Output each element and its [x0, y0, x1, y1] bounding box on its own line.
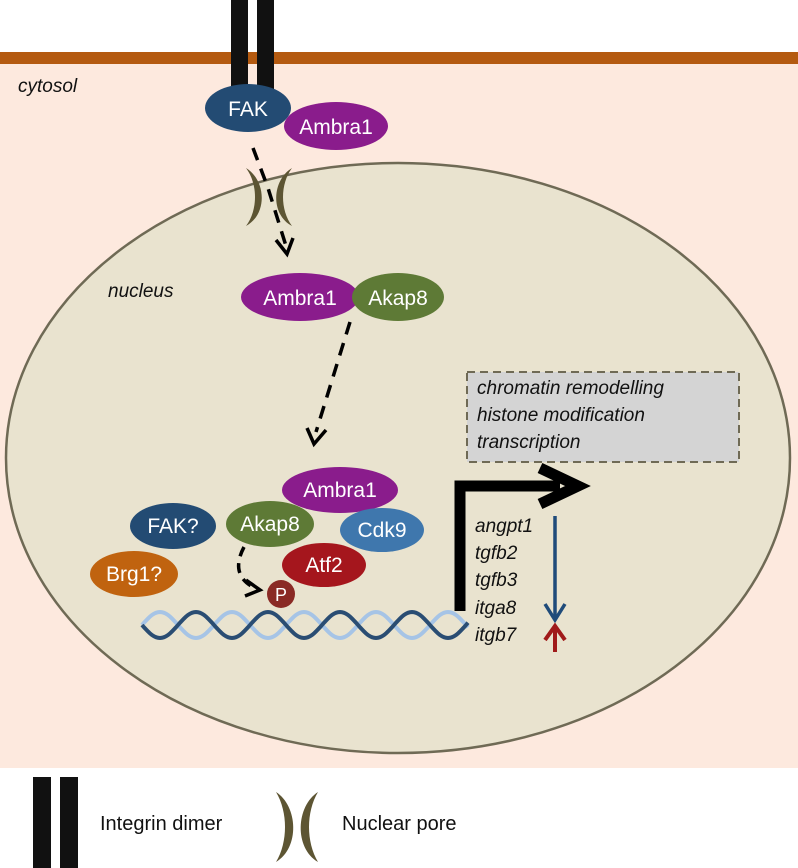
legend-integrin-icon: [33, 777, 78, 868]
dna-helix: [140, 609, 470, 641]
legend: Integrin dimer Nuclear pore: [33, 777, 457, 868]
gene-itgb7: itgb7: [475, 625, 518, 646]
ambra1-cytosol: Ambra1: [284, 102, 388, 150]
plasma-membrane: [0, 52, 798, 64]
legend-pore-label: Nuclear pore: [342, 813, 457, 835]
gene-itga8: itga8: [475, 598, 517, 619]
legend-nuclear-pore-icon: [276, 792, 318, 862]
process-transcription: transcription: [477, 432, 581, 453]
nuclear-pore-icon: [246, 168, 292, 226]
brg1-q-label: Brg1?: [106, 563, 162, 586]
transcription-start-arrow-head: [537, 463, 591, 509]
gene-tgfb2: tgfb2: [475, 543, 518, 564]
import-arrow-head: [274, 237, 295, 258]
upregulation-arrow-icon: [543, 622, 567, 652]
phosphorylation-arrow: [236, 546, 256, 590]
akap8-nucleus-label: Akap8: [368, 287, 428, 310]
cytosol-label: cytosol: [18, 76, 78, 97]
process-chromatin-remodelling: chromatin remodelling: [477, 378, 664, 399]
gene-angpt1: angpt1: [475, 516, 533, 537]
atf2-label: Atf2: [305, 554, 342, 577]
cdk9-label: Cdk9: [357, 519, 406, 542]
process-box: chromatin remodelling histone modificati…: [466, 371, 740, 463]
fak-label: FAK: [228, 98, 268, 121]
chromatin-arrow: [314, 321, 352, 433]
nucleus-label: nucleus: [108, 281, 174, 302]
fak-q-label: FAK?: [147, 515, 198, 538]
nucleus: [4, 161, 792, 755]
phosphate-label: P: [275, 585, 287, 605]
integrin-dimer-icon: [231, 0, 274, 96]
fak-nucleus: FAK?: [130, 503, 216, 549]
phosphate: P: [267, 580, 295, 608]
legend-integrin-label: Integrin dimer: [100, 813, 223, 835]
phosphorylation-arrow-head: [244, 578, 264, 598]
ambra1-nucleus-label: Ambra1: [263, 287, 337, 310]
cdk9: Cdk9: [340, 508, 424, 552]
akap8-nucleus: Akap8: [352, 273, 444, 321]
ambra1-cytosol-label: Ambra1: [299, 116, 373, 139]
process-histone-modification: histone modification: [477, 405, 645, 426]
brg1: Brg1?: [90, 551, 178, 597]
ambra1-nucleus: Ambra1: [241, 273, 359, 321]
gene-tgfb3: tgfb3: [475, 570, 518, 591]
akap8-chromatin-label: Akap8: [240, 513, 300, 536]
akap8-chromatin: Akap8: [226, 501, 314, 547]
transcription-start-arrow: [454, 480, 560, 611]
chromatin-arrow-head: [305, 427, 328, 448]
ambra1-chromatin: Ambra1: [282, 467, 398, 513]
fak-membrane: FAK: [205, 84, 291, 132]
gene-list: angpt1 tgfb2 tgfb3 itga8 itgb7: [475, 516, 533, 646]
ambra1-chromatin-label: Ambra1: [303, 479, 377, 502]
downregulation-arrow-icon: [543, 516, 567, 624]
atf2: Atf2: [282, 543, 366, 587]
